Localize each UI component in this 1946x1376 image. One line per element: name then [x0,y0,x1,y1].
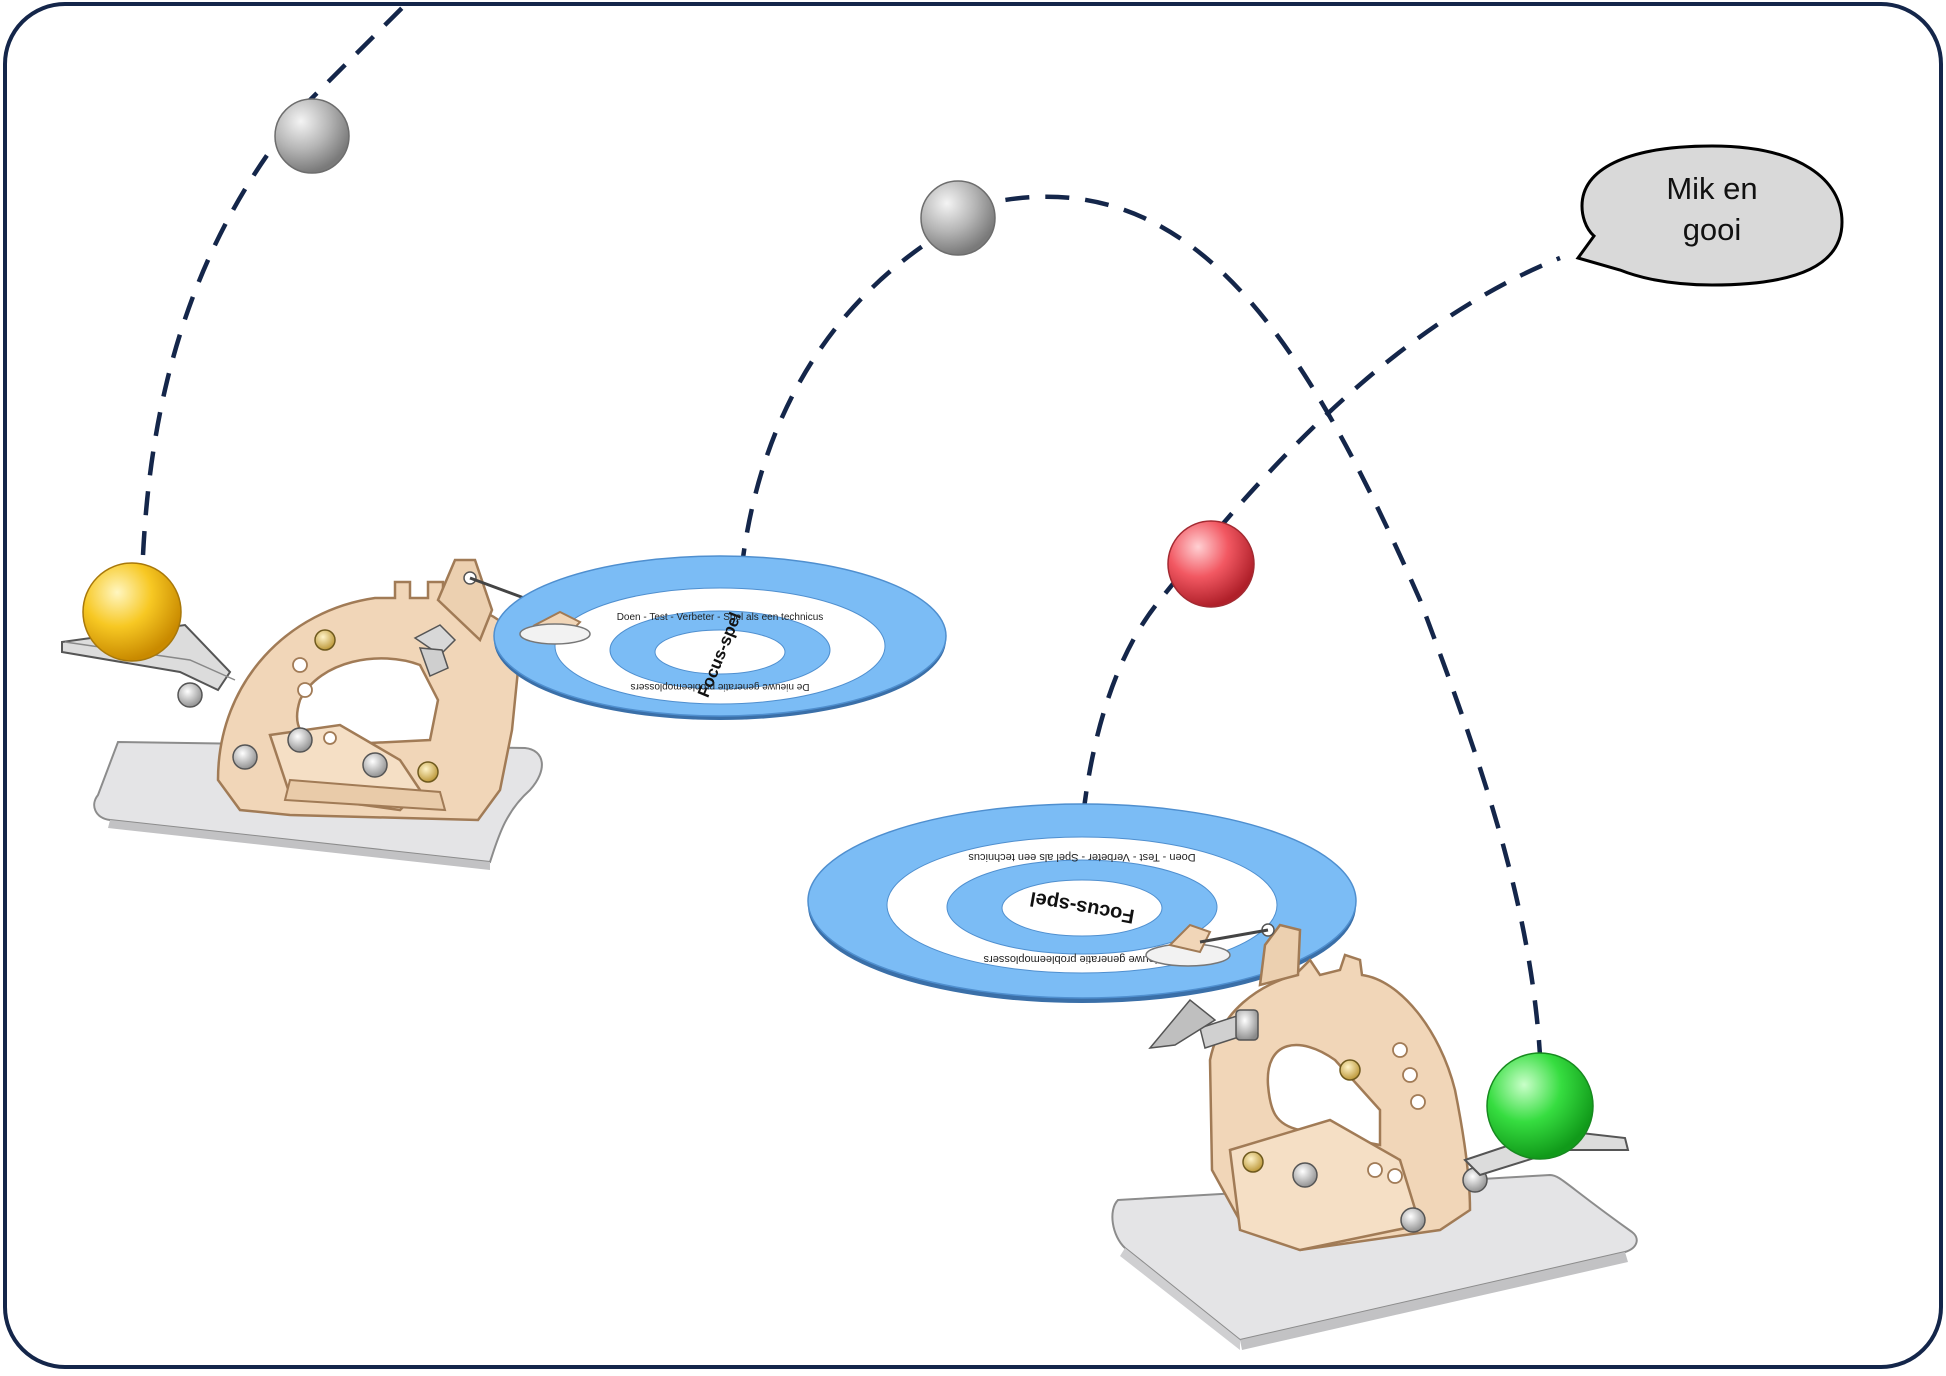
outer-frame [3,2,1943,1369]
speech-bubble-icon [1575,144,1844,287]
speech-bubble-line2: gooi [1683,212,1742,247]
launcher-left [61,558,563,870]
trajectories [140,0,1561,1056]
target-right: Focus-spel Doen - Test - Verbeter - Spel… [807,803,1357,1003]
target-ring-text-outer: Doen - Test - Verbeter - Spel als een te… [968,851,1196,863]
trajectory-left-target [735,194,1543,1056]
trajectory-red-ball [1077,255,1561,856]
target-ring-text-inner: De nieuwe generatie probleemoplossers [983,953,1180,965]
trajectory-yellow-ball [140,0,412,556]
target-ring-text-outer: Doen - Test - Verbeter - Spel als een te… [617,612,824,623]
ball-icon [82,562,182,662]
ball-icon [920,180,996,256]
speech-bubble: Mik en gooi [1575,144,1844,287]
ball-icon [1486,1052,1594,1160]
launcher-right [1111,923,1638,1350]
speech-bubble-line1: Mik en [1666,171,1757,206]
target-ring-text-inner: De nieuwe generatie probleemoplossers [631,681,810,692]
ball-icon [274,98,350,174]
catapult-icon [1148,923,1488,1252]
ball-icon [1167,520,1255,608]
target-left: Focus-spel Doen - Test - Verbeter - Spel… [493,555,947,720]
